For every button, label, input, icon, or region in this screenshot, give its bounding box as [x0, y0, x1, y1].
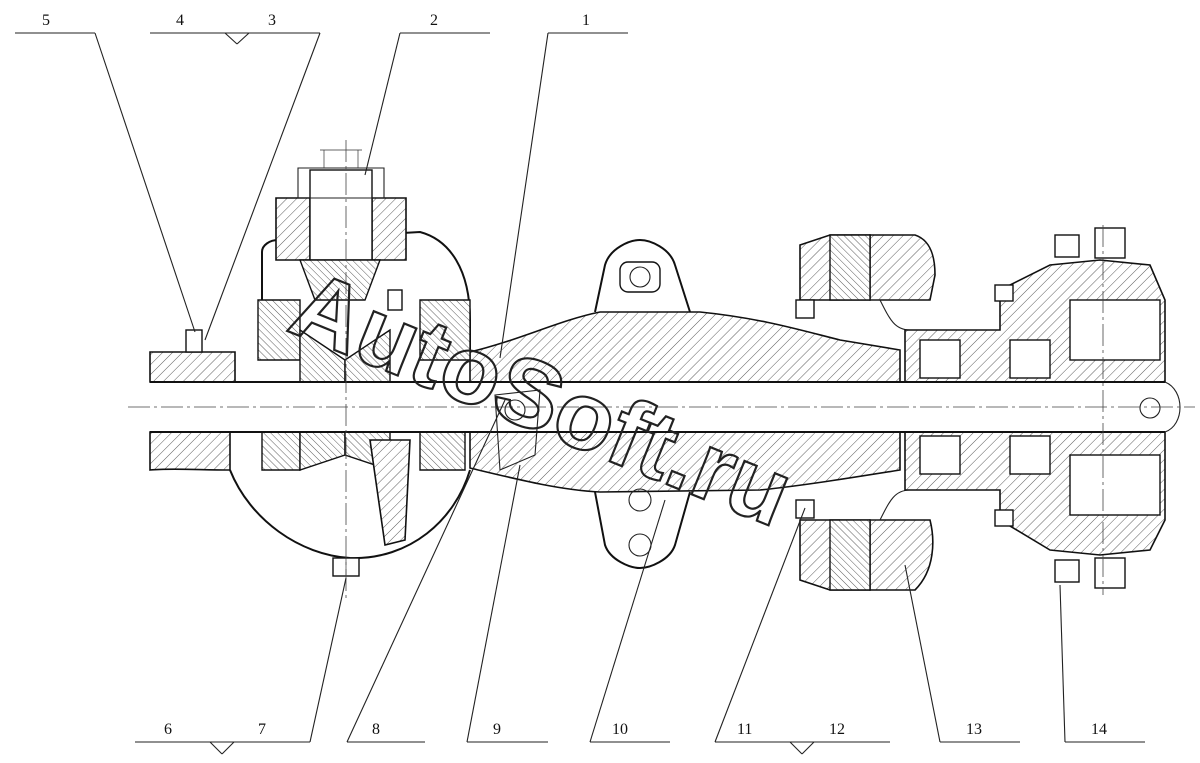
axle-shaft	[128, 140, 1195, 600]
watermark: AutoSoft.ru	[277, 250, 807, 547]
breather-joint	[494, 389, 541, 471]
label-12: 12	[829, 721, 845, 738]
label-1: 1	[582, 12, 590, 29]
brake-assembly	[795, 234, 1000, 591]
label-6: 6	[164, 721, 172, 738]
label-2: 2	[430, 12, 438, 29]
label-3: 3	[268, 12, 276, 29]
label-10: 10	[612, 721, 628, 738]
axle-housing	[149, 311, 901, 493]
final-drive-housing	[185, 149, 471, 577]
top-leaders	[15, 32, 628, 359]
label-13: 13	[966, 721, 982, 738]
label-5: 5	[42, 12, 50, 29]
label-14: 14	[1091, 721, 1107, 738]
spring-pad	[594, 238, 691, 570]
label-8: 8	[372, 721, 380, 738]
label-9: 9	[493, 721, 501, 738]
label-11: 11	[737, 721, 752, 738]
wheel-hub	[904, 227, 1181, 589]
bottom-leaders	[135, 399, 1145, 755]
label-7: 7	[258, 721, 266, 738]
label-4: 4	[176, 12, 184, 29]
